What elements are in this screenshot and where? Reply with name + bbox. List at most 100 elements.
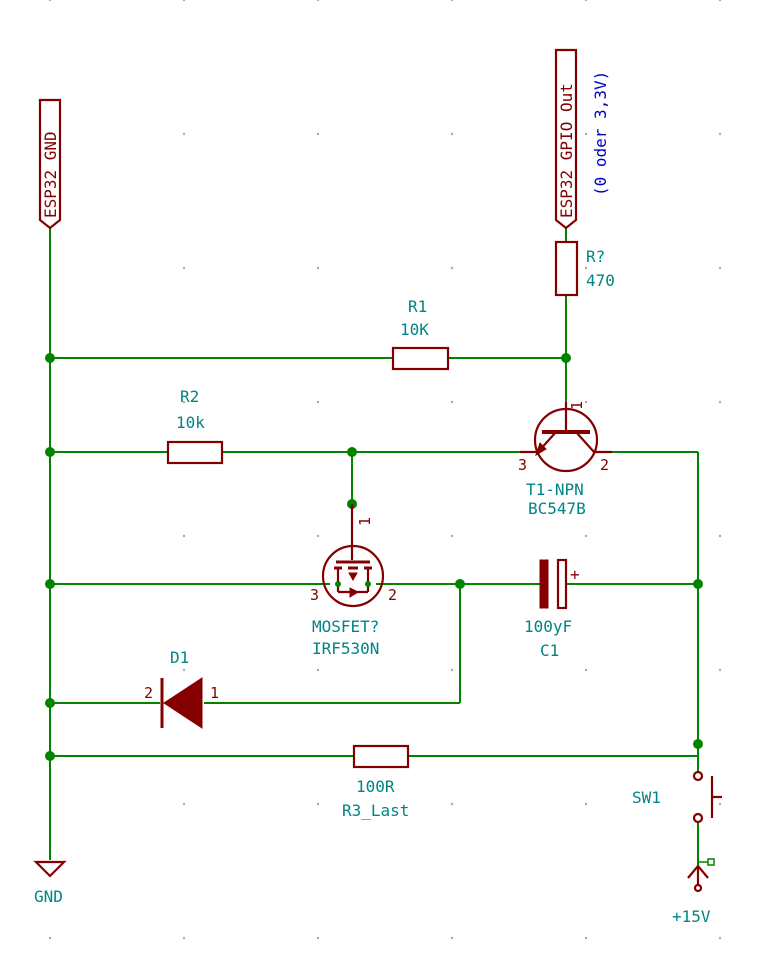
resistor-r3[interactable]: 100R R3_Last	[342, 744, 410, 820]
junction-drain-diode	[455, 579, 465, 589]
c1-plus: +	[570, 565, 580, 584]
grid-dot	[584, 0, 588, 2]
sw1-ref: SW1	[632, 788, 661, 807]
d1-pin-cathode: 1	[210, 684, 219, 702]
gpio-note: (0 oder 3,3V)	[591, 71, 610, 196]
junction-rail-r3	[693, 739, 703, 749]
grid-dot	[718, 534, 722, 538]
junction-gnd-r1	[45, 353, 55, 363]
vplus-symbol[interactable]: +15V	[672, 858, 715, 926]
c1-negative-plate	[539, 559, 549, 609]
vplus-label: +15V	[672, 907, 711, 926]
grid-dot	[48, 132, 52, 136]
grid-dot	[182, 0, 186, 2]
mosfet-pin-source: 3	[310, 586, 319, 604]
grid-dot	[450, 936, 454, 940]
label-esp32-gnd[interactable]: ESP32_GND	[38, 98, 62, 230]
t1-pin-collector: 2	[600, 456, 609, 474]
grid-dots	[48, 0, 722, 940]
mosfet-irf530n[interactable]: 1 3 2 MOSFET? IRF530N	[310, 504, 397, 658]
grid-dot	[316, 266, 320, 270]
grid-dot	[182, 668, 186, 672]
grid-dot	[182, 802, 186, 806]
junction-gnd-r2	[45, 447, 55, 457]
grid-dot	[584, 266, 588, 270]
r3-body	[352, 744, 410, 769]
junction-c1-rail	[693, 579, 703, 589]
grid-dot	[718, 400, 722, 404]
r-gpio-value: 470	[586, 271, 615, 290]
c1-positive-plate	[556, 558, 568, 610]
r-gpio-ref: R?	[586, 247, 605, 266]
grid-dot	[316, 0, 320, 2]
grid-dot	[316, 534, 320, 538]
grid-dot	[584, 936, 588, 940]
mosfet-ref: MOSFET?	[312, 617, 379, 636]
grid-dot	[450, 668, 454, 672]
grid-dot	[718, 266, 722, 270]
junctions	[45, 353, 703, 761]
junction-r2-gate	[347, 447, 357, 457]
d1-pin-anode: 2	[144, 684, 153, 702]
grid-dot	[584, 400, 588, 404]
grid-dot	[182, 266, 186, 270]
mosfet-pin-dot-a	[335, 581, 341, 587]
t1-emitter-arrow	[535, 442, 547, 457]
capacitor-c1[interactable]: + 100yF C1	[524, 558, 580, 660]
grid-dot	[584, 132, 588, 136]
grid-dot	[182, 132, 186, 136]
grid-dot	[450, 266, 454, 270]
grid-dot	[450, 400, 454, 404]
mosfet-arrow	[348, 572, 358, 582]
r3-ref: R3_Last	[342, 801, 409, 820]
d1-triangle	[163, 677, 203, 729]
r3-value: 100R	[356, 777, 395, 796]
r2-value: 10k	[176, 413, 205, 432]
c1-ref: C1	[540, 641, 559, 660]
sw1-contact-bottom	[692, 812, 704, 824]
grid-dot	[450, 534, 454, 538]
gpio-port-flag	[554, 48, 578, 230]
r2-body	[166, 440, 224, 465]
t1-value: BC547B	[528, 499, 586, 518]
mosfet-value: IRF530N	[312, 639, 379, 658]
grid-dot	[48, 936, 52, 940]
t1-collector-leg	[575, 431, 595, 453]
junction-gnd-diode	[45, 698, 55, 708]
gnd-port-flag	[38, 98, 62, 230]
vplus-arrow-right	[697, 865, 709, 879]
diode-d1[interactable]: D1 2 1	[144, 648, 219, 729]
grid-dot	[718, 0, 722, 2]
transistor-t1[interactable]: 1 3 2 T1-NPN BC547B	[518, 401, 612, 518]
grid-dot	[718, 802, 722, 806]
sw1-contact-top	[692, 770, 704, 782]
r1-value: 10K	[400, 320, 429, 339]
r1-body	[391, 346, 450, 371]
t1-ref: T1-NPN	[526, 480, 584, 499]
vplus-flag-marker	[707, 858, 715, 866]
resistor-r1[interactable]: R1 10K	[391, 297, 450, 371]
grid-dot	[48, 0, 52, 2]
resistor-r2[interactable]: R2 10k	[166, 387, 224, 465]
junction-gnd-source	[45, 579, 55, 589]
grid-dot	[182, 936, 186, 940]
gnd-symbol[interactable]: GND	[33, 860, 67, 906]
grid-dot	[718, 668, 722, 672]
switch-sw1[interactable]: SW1	[632, 770, 722, 824]
t1-pin-emitter: 3	[518, 456, 527, 474]
grid-dot	[182, 400, 186, 404]
mosfet-pin-dot-b	[365, 581, 371, 587]
grid-dot	[718, 132, 722, 136]
junction-base-r1	[561, 353, 571, 363]
resistor-r-gpio[interactable]: R? 470	[554, 240, 615, 297]
c1-value: 100yF	[524, 617, 572, 636]
label-esp32-gpio[interactable]: ESP32_GPIO_Out	[554, 48, 578, 230]
r1-ref: R1	[408, 297, 427, 316]
gnd-port-text: ESP32_GND	[41, 131, 60, 218]
r2-ref: R2	[180, 387, 199, 406]
gnd-label: GND	[34, 887, 63, 906]
grid-dot	[584, 534, 588, 538]
d1-ref: D1	[170, 648, 189, 667]
gnd-triangle	[33, 860, 67, 878]
